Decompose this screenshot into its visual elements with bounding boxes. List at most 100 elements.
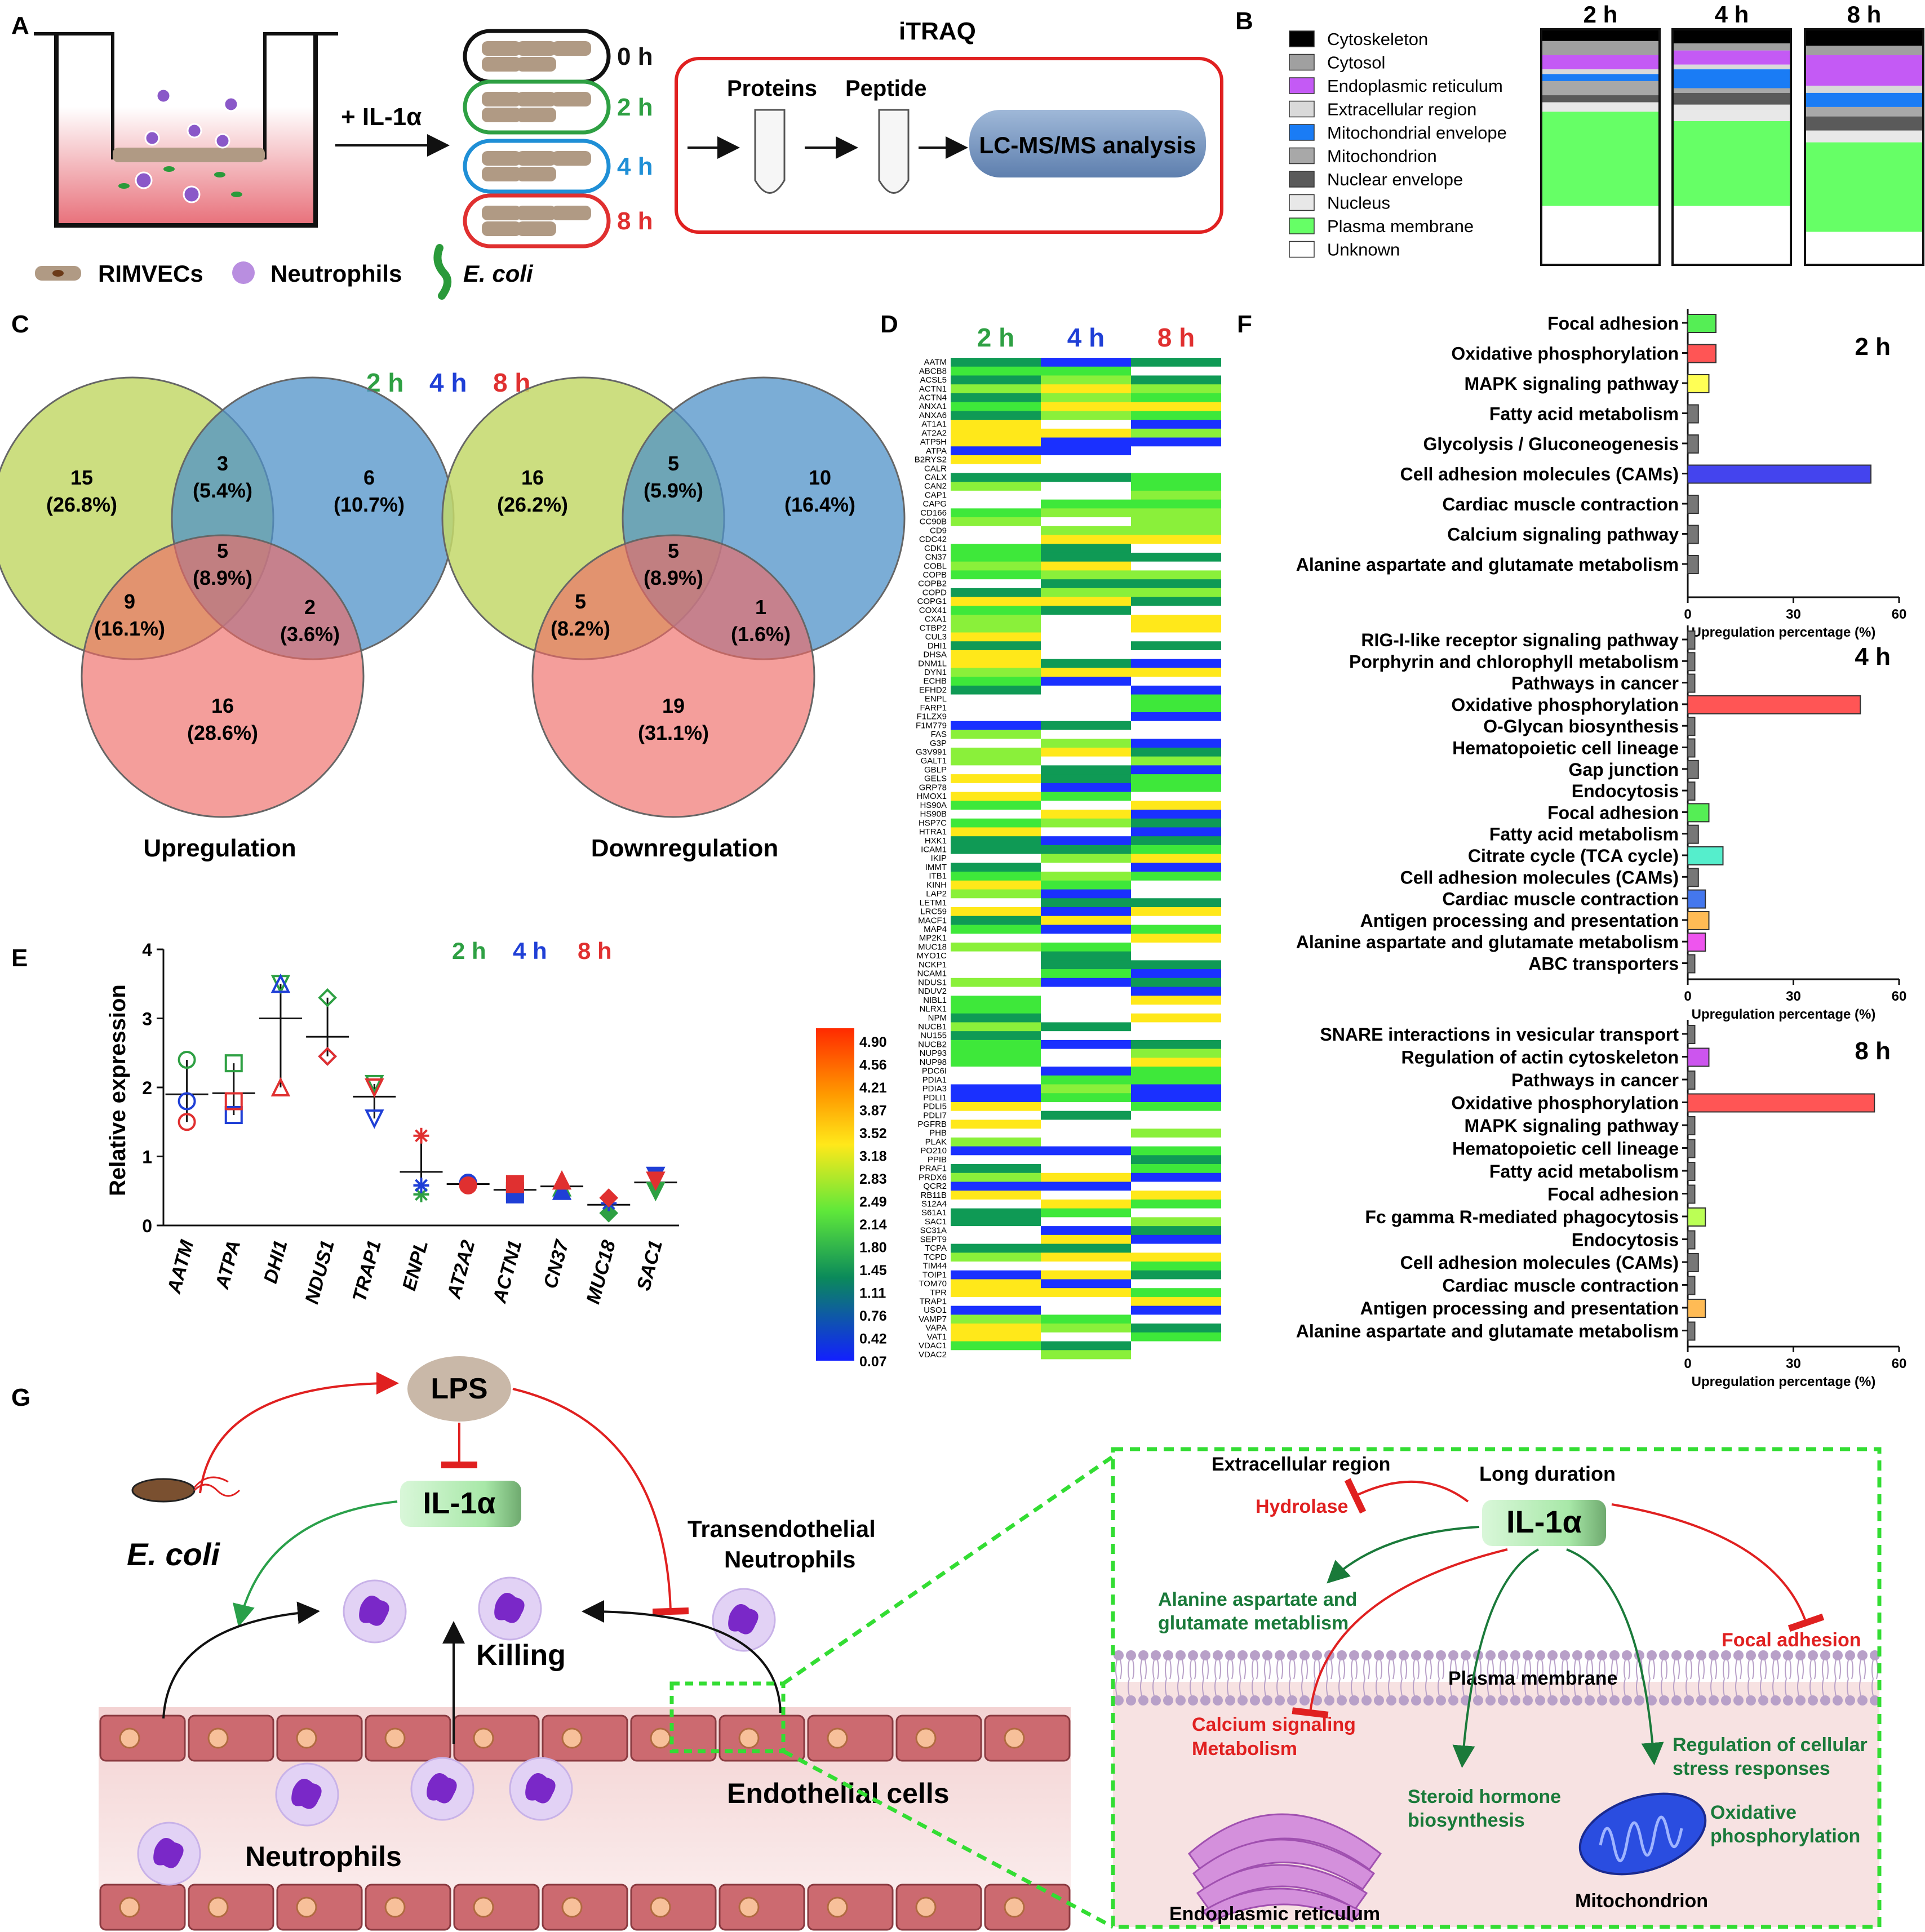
e-legend-2h: 2 h xyxy=(452,938,486,964)
lipid-tail xyxy=(1624,1659,1630,1696)
heatmap-cell xyxy=(1041,588,1131,597)
heatmap-cell xyxy=(951,1199,1041,1209)
data-point xyxy=(365,1109,384,1129)
heatmap-cell xyxy=(1131,517,1221,527)
lipid-head xyxy=(1833,1650,1843,1660)
zoom-box xyxy=(669,1681,786,1753)
heatmap-cell xyxy=(1041,1243,1131,1253)
f-bar xyxy=(1687,374,1710,393)
heatmap-cell xyxy=(951,623,1041,633)
gene-label: PPIB xyxy=(928,1155,947,1165)
lipid-head xyxy=(1609,1650,1620,1660)
gene-label: CALX xyxy=(925,473,947,482)
lipid-head xyxy=(1733,1695,1744,1706)
e-y-axis-label: Relative expression xyxy=(105,984,130,1196)
gene-label: PLAK xyxy=(925,1137,947,1147)
heatmap-cell xyxy=(1041,677,1131,686)
heatmap-cell xyxy=(951,880,1041,890)
colorbar-label: 0.76 xyxy=(859,1308,887,1324)
killing-label: Killing xyxy=(476,1639,566,1672)
heatmap-cell xyxy=(951,1270,1041,1280)
heatmap-cell xyxy=(1041,1146,1131,1156)
heatmap-cell xyxy=(1041,810,1131,819)
steroid-arrow xyxy=(1452,1548,1539,1768)
heatmap-cell xyxy=(1041,1191,1131,1200)
heatmap-cell xyxy=(1131,508,1221,518)
stress-label-1: Regulation of cellular xyxy=(1673,1734,1868,1756)
cell-nucleus xyxy=(650,1897,671,1918)
gene-label: PDIA1 xyxy=(922,1075,947,1085)
heatmap-cell xyxy=(1131,1172,1221,1182)
lipid-tail xyxy=(1351,1659,1358,1696)
f-bar xyxy=(1687,495,1699,514)
heatmap-cell xyxy=(951,783,1041,792)
heatmap-cell xyxy=(1041,1129,1131,1138)
heatmap-cell xyxy=(951,792,1041,801)
lipid-tail xyxy=(1214,1659,1221,1696)
er-label: Endoplasmic reticulum xyxy=(1169,1903,1380,1925)
colorbar-label: 4.90 xyxy=(859,1034,887,1050)
cell-nucleus xyxy=(207,1727,229,1749)
venn-count: 2 xyxy=(304,596,316,619)
legend-swatch xyxy=(1289,77,1315,94)
heatmap-cell xyxy=(1041,1323,1131,1333)
steroid-label-1: Steroid hormone xyxy=(1408,1786,1561,1807)
heatmap-cell xyxy=(951,818,1041,828)
capsule-cell-icon xyxy=(552,92,591,106)
heatmap-cell xyxy=(1131,632,1221,642)
f-category-label: Hematopoietic cell lineage xyxy=(1452,1139,1679,1159)
heatmap-cell xyxy=(1041,411,1131,420)
lipid-head xyxy=(1213,1650,1223,1660)
lps-neutro-inhibit xyxy=(512,1388,689,1615)
lipid-head xyxy=(1771,1650,1781,1660)
cell-nucleus xyxy=(915,1897,937,1918)
capsule-cell-icon xyxy=(482,57,521,72)
data-point xyxy=(224,1106,243,1124)
gene-label: HS90B xyxy=(920,810,947,819)
lcms-box xyxy=(969,110,1206,177)
f-category-label: Oxidative phosphorylation xyxy=(1451,1093,1679,1113)
lipid-head xyxy=(1622,1695,1632,1706)
gene-label: LETM1 xyxy=(920,898,947,908)
lipid-head xyxy=(1857,1650,1868,1660)
heatmap-cell xyxy=(1041,1058,1131,1067)
heatmap-cell xyxy=(951,570,1041,580)
data-point xyxy=(599,1188,619,1207)
f-x-tick-label: 0 xyxy=(1684,989,1691,1004)
f-bar xyxy=(1687,911,1710,930)
heatmap-cell xyxy=(951,366,1041,376)
lipid-head xyxy=(1349,1650,1359,1660)
heatmap-cell xyxy=(1041,1279,1131,1289)
heatmap-cell xyxy=(951,978,1041,987)
heatmap-cell xyxy=(1041,739,1131,748)
heatmap-cell xyxy=(951,765,1041,775)
heatmap-cell xyxy=(951,969,1041,979)
heatmap-cell xyxy=(1131,358,1221,367)
e-y-tick-label: 2 xyxy=(142,1078,152,1098)
heatmap-cell xyxy=(1041,641,1131,651)
gene-label: AATM xyxy=(924,358,947,367)
heatmap-cell xyxy=(1131,623,1221,633)
heatmap-cell xyxy=(1131,1191,1221,1200)
f-category-label: Endocytosis xyxy=(1572,1230,1679,1250)
venn-down-title: Downregulation xyxy=(591,834,778,862)
lipid-head xyxy=(1337,1650,1347,1660)
stack-segment xyxy=(1805,92,1923,107)
gene-label: F1LZX9 xyxy=(917,712,947,722)
heatmap-cell xyxy=(1041,623,1131,633)
heatmap-cell xyxy=(1041,792,1131,801)
lipid-head xyxy=(1498,1650,1508,1660)
lipid-head xyxy=(1709,1650,1719,1660)
gene-label: CDK1 xyxy=(924,544,947,553)
venn-percent: (8.9%) xyxy=(644,566,703,589)
capsule-time-label: 2 h xyxy=(617,94,653,121)
lipid-head xyxy=(1275,1650,1285,1660)
heatmap-cell xyxy=(1131,1137,1221,1147)
heatmap-cell xyxy=(1131,1075,1221,1085)
heatmap-cell xyxy=(1131,375,1221,385)
heatmap-cell xyxy=(1131,854,1221,863)
heatmap-cell xyxy=(1131,889,1221,899)
lipid-head xyxy=(1399,1695,1409,1706)
endothelial-cell xyxy=(542,1884,628,1931)
